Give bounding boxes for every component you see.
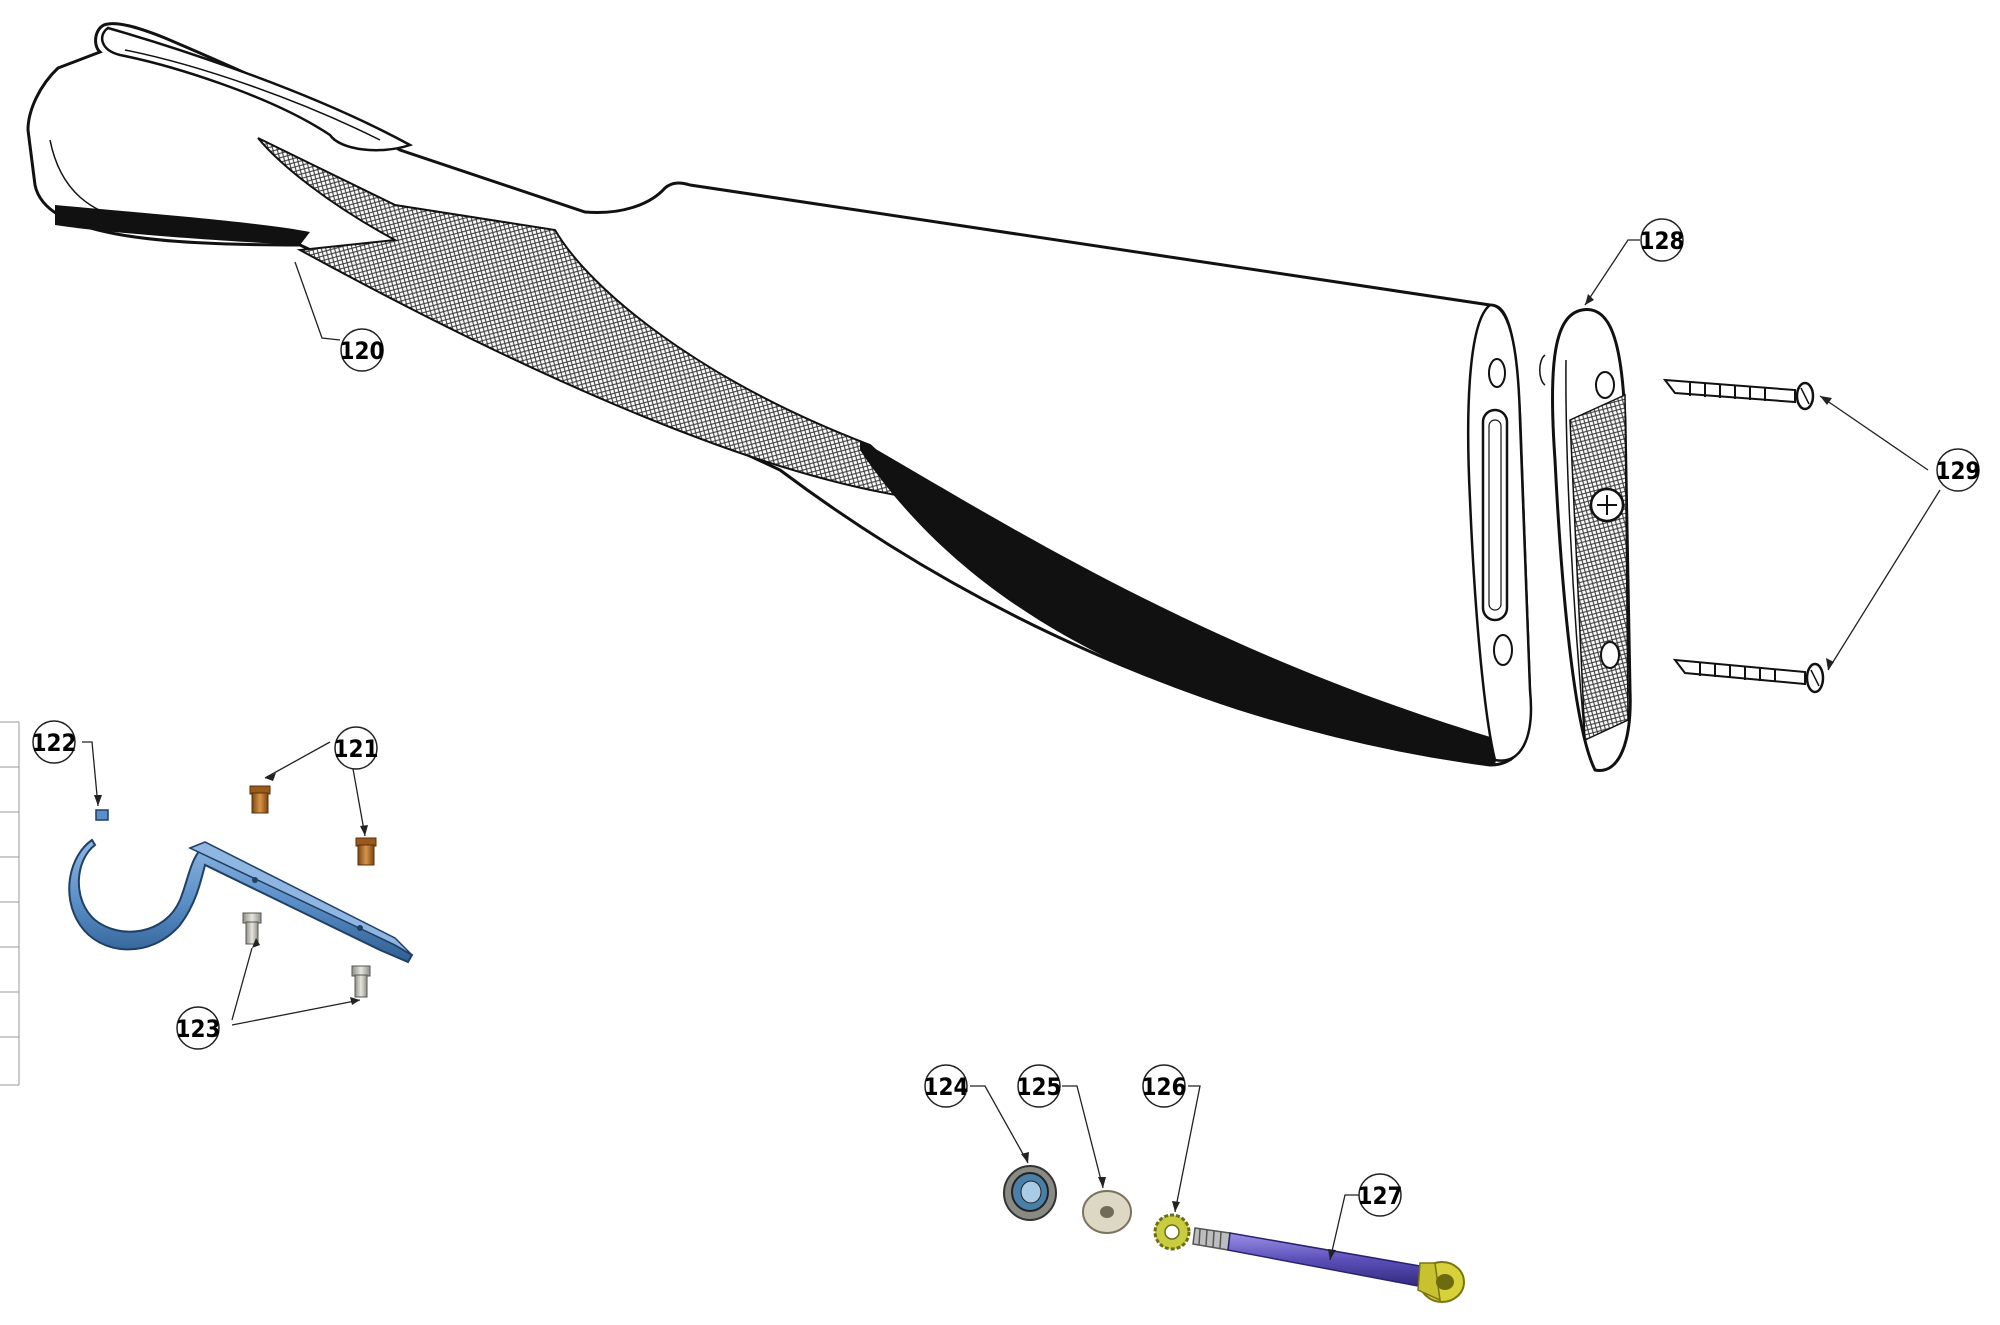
leader-arrowheads xyxy=(94,294,1834,1260)
callout-122-text: 122 xyxy=(31,729,76,757)
washer-part-125 xyxy=(1082,1190,1132,1234)
callout-127: 127 xyxy=(1357,1173,1403,1217)
callout-127-text: 127 xyxy=(1357,1182,1402,1210)
left-edge-table-fragment xyxy=(0,721,20,1086)
bushing-part-121-lower xyxy=(355,837,377,866)
callout-122: 122 xyxy=(31,720,77,764)
butt-plate-part-128 xyxy=(1539,308,1632,772)
wood-screw-lower xyxy=(1672,658,1825,694)
callout-128: 128 xyxy=(1639,218,1685,262)
callout-129: 129 xyxy=(1935,448,1981,492)
tang-part-122 xyxy=(68,809,414,964)
callout-124-text: 124 xyxy=(923,1073,968,1101)
callout-125: 125 xyxy=(1016,1064,1062,1108)
lock-washer-part-126 xyxy=(1153,1213,1191,1251)
bolt-part-127 xyxy=(1192,1227,1465,1303)
callout-123-text: 123 xyxy=(175,1015,220,1043)
callout-129-text: 129 xyxy=(1935,457,1980,485)
callout-125-text: 125 xyxy=(1016,1073,1061,1101)
callout-128-text: 128 xyxy=(1639,227,1684,255)
bushing-part-121-upper xyxy=(249,785,271,814)
pin-part-123-upper xyxy=(242,912,262,945)
pin-part-123-lower xyxy=(351,965,371,998)
callout-120: 120 xyxy=(339,328,385,372)
callout-124: 124 xyxy=(923,1064,969,1108)
callout-123: 123 xyxy=(175,1006,221,1050)
callout-120-text: 120 xyxy=(339,337,384,365)
callout-121-text: 121 xyxy=(333,735,378,763)
nut-part-124 xyxy=(1003,1165,1057,1221)
stock-part-120 xyxy=(26,22,1533,767)
callout-126-text: 126 xyxy=(1141,1073,1186,1101)
leader-lines xyxy=(82,239,1941,1261)
callout-126: 126 xyxy=(1141,1064,1187,1108)
callout-121: 121 xyxy=(333,726,379,770)
wood-screw-upper xyxy=(1662,378,1815,411)
